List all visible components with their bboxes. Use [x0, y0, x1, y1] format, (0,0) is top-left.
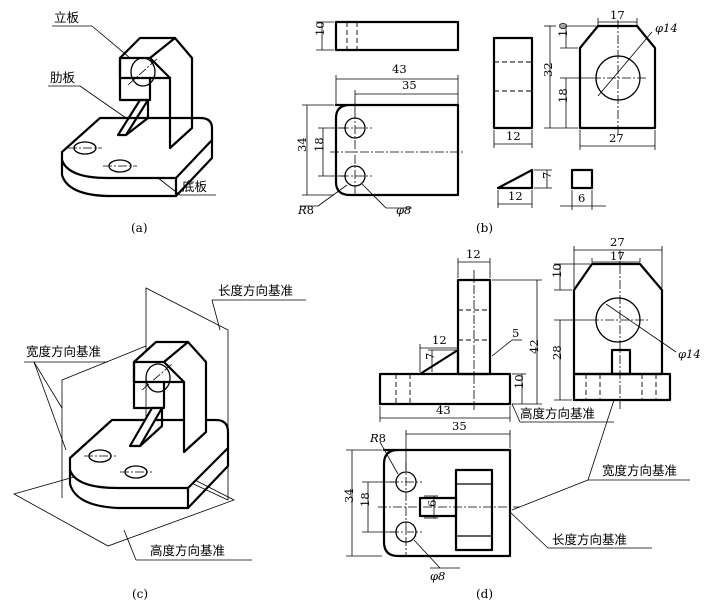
dim-d-18: 18	[358, 492, 372, 507]
dim-d-10: 10	[512, 374, 526, 389]
label-length-datum-c: 长度方向基准	[218, 283, 293, 298]
dim-d-27: 27	[610, 235, 625, 249]
caption-c: (c)	[132, 587, 148, 601]
dim-b-10: 10	[313, 21, 327, 36]
view-a-isometric: 立板 肋板 底板 (a)	[48, 10, 216, 235]
dim-b-r8: R8	[297, 203, 314, 217]
label-height-datum-d: 高度方向基准	[520, 406, 595, 421]
dim-d-42: 42	[527, 339, 541, 354]
label-width-datum-d: 宽度方向基准	[602, 463, 677, 478]
dim-b-18r: 18	[556, 88, 570, 103]
caption-a: (a)	[131, 221, 148, 235]
caption-b: (b)	[476, 221, 493, 235]
dim-d-43: 43	[436, 403, 451, 417]
caption-d: (d)	[476, 587, 493, 601]
dim-b-6: 6	[578, 191, 585, 205]
dim-d-6: 6	[425, 500, 439, 507]
dim-d-r8: R8	[369, 431, 386, 445]
label-width-datum-c: 宽度方向基准	[26, 344, 101, 359]
label-base-plate: 底板	[182, 179, 208, 194]
dim-b-12: 12	[506, 129, 521, 143]
label-vertical-plate: 立板	[54, 10, 80, 25]
dim-b-43: 43	[392, 62, 407, 76]
dim-b-35: 35	[402, 78, 417, 92]
dim-d-17: 17	[610, 249, 625, 263]
dim-d-7: 7	[423, 353, 437, 360]
view-d-dimensioned: 12 12 7 5 42 10 43 高度方向基准 27 17 10	[342, 235, 701, 601]
dim-b-phi8: φ8	[396, 203, 411, 217]
dim-b-27: 27	[609, 131, 624, 145]
dim-d-12-top: 12	[466, 247, 481, 261]
dim-d-10r: 10	[550, 263, 564, 278]
dim-d-35: 35	[452, 419, 467, 433]
dim-b-17: 17	[610, 8, 625, 22]
dim-d-34: 34	[342, 488, 356, 503]
dim-b-12rib: 12	[508, 189, 523, 203]
dim-b-7: 7	[540, 172, 554, 179]
view-c-datums: 长度方向基准 宽度方向基准 高度方向基准 (c)	[12, 283, 306, 601]
dim-b-18: 18	[312, 137, 326, 152]
label-rib-plate: 肋板	[50, 70, 76, 85]
dim-b-34: 34	[295, 137, 309, 152]
dim-d-28: 28	[550, 345, 564, 360]
dim-b-phi14: φ14	[655, 21, 678, 35]
dim-b-10r: 10	[556, 22, 570, 37]
dim-d-phi8: φ8	[430, 569, 445, 583]
label-height-datum-c: 高度方向基准	[150, 543, 225, 558]
label-length-datum-d: 长度方向基准	[552, 532, 627, 547]
dim-d-5: 5	[512, 326, 519, 340]
view-b-parts: 10 43 35 34 18 R8 φ8 12 17 φ14 10	[295, 8, 678, 235]
dim-d-12-rib: 12	[432, 333, 447, 347]
dim-d-phi14: φ14	[678, 347, 701, 361]
dim-b-32: 32	[541, 62, 555, 77]
